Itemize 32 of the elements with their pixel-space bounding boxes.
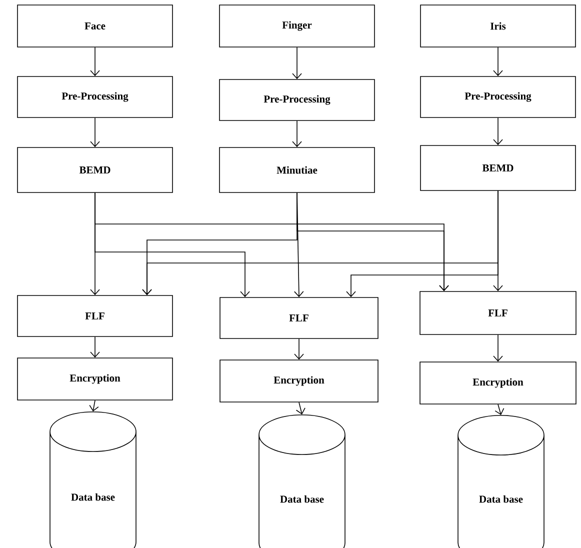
process-box: Pre-Processing: [17, 76, 173, 118]
process-box: BEMD: [420, 145, 576, 191]
arrow: [90, 47, 100, 76]
process-box: Pre-Processing: [420, 76, 576, 118]
process-box: Pre-Processing: [219, 79, 375, 121]
arrow: [292, 120, 302, 148]
database-cylinder: Data base: [50, 411, 136, 548]
process-box: Minutiae: [219, 147, 375, 193]
process-box: FLF: [17, 295, 173, 337]
arrow: [296, 402, 306, 414]
process-box: Iris: [420, 4, 576, 48]
arrow: [292, 47, 302, 80]
arrow: [294, 338, 304, 360]
arrow: [493, 190, 503, 292]
process-box: BEMD: [17, 147, 173, 193]
arrow: [494, 404, 504, 415]
process-box: Finger: [219, 4, 375, 48]
arrow: [493, 47, 503, 76]
process-box: FLF: [220, 297, 378, 339]
database-cylinder: Data base: [458, 414, 544, 548]
arrow: [90, 118, 100, 148]
database-cylinder: Data base: [258, 414, 346, 548]
arrow: [90, 336, 100, 358]
process-box: Encryption: [17, 358, 173, 400]
process-box: Encryption: [220, 360, 378, 402]
arrow: [89, 400, 99, 412]
arrow: [493, 118, 503, 146]
process-box: Encryption: [420, 362, 576, 404]
process-box: Face: [17, 4, 173, 48]
process-box: FLF: [420, 291, 576, 335]
arrow: [296, 192, 449, 292]
arrow: [493, 334, 503, 362]
